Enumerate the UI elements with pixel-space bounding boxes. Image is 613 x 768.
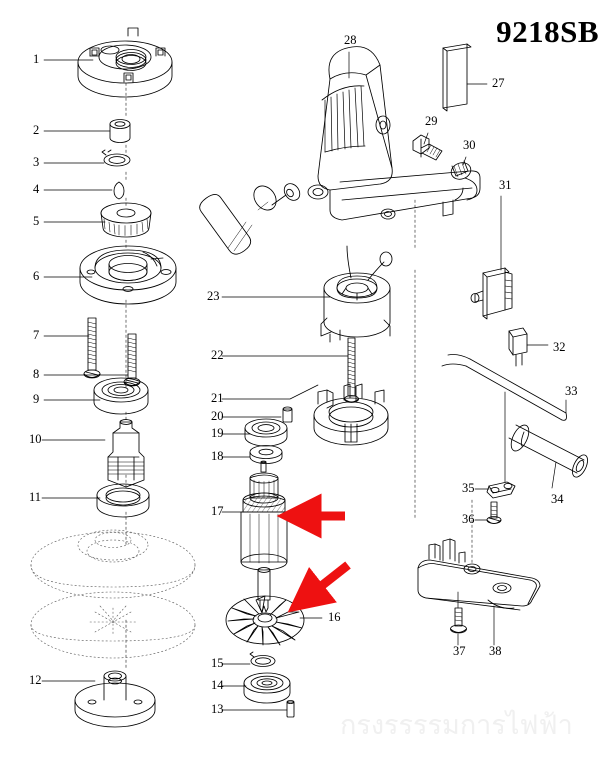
callout-cord-bushing: 30 xyxy=(463,138,476,152)
callout-spacer-bushing: 2 xyxy=(33,123,40,137)
callout-armature: 17 xyxy=(211,504,224,518)
callout-tapping-screw: 22 xyxy=(211,348,224,362)
callout-ball-bearing-armature: 19 xyxy=(211,426,224,440)
callout-ball-bearing-lower: 14 xyxy=(211,678,224,692)
callout-retaining-ring-lower: 15 xyxy=(211,656,224,670)
callout-clamp-screw: 36 xyxy=(462,512,475,526)
callout-spindle: 10 xyxy=(29,432,42,446)
callout-bearing-sleeve: 20 xyxy=(211,409,224,423)
callout-cord-clamp: 35 xyxy=(462,481,475,495)
arrow-fan xyxy=(287,561,351,613)
callout-pan-head-screw-long: 7 xyxy=(33,328,40,342)
callout-pin: 13 xyxy=(211,702,224,716)
callout-backing-pad-flange: 12 xyxy=(29,673,42,687)
callout-gear-housing: 6 xyxy=(33,269,40,283)
callout-name-plate: 27 xyxy=(492,76,505,90)
callout-gear-housing-cover: 1 xyxy=(33,52,40,66)
callout-woodruff-key: 4 xyxy=(33,182,40,196)
callout-handle-screw: 37 xyxy=(453,644,466,658)
callout-side-handle: 38 xyxy=(489,644,502,658)
callout-power-cord: 33 xyxy=(565,384,578,398)
callout-field-stator: 23 xyxy=(207,289,220,303)
callout-cord-protector: 34 xyxy=(551,492,564,506)
callout-switch: 31 xyxy=(499,178,512,192)
callout-cooling-fan: 16 xyxy=(328,610,341,624)
callout-washer: 18 xyxy=(211,449,224,463)
callout-hex-bolt: 29 xyxy=(425,114,438,128)
callout-noise-suppressor: 32 xyxy=(553,340,566,354)
callout-ball-bearing-upper: 9 xyxy=(33,392,40,406)
watermark-text: กรงรรรรมการไฟฟ้า xyxy=(340,710,573,741)
callout-spiral-bevel-gear: 5 xyxy=(33,214,40,228)
callout-motor-housing: 28 xyxy=(344,33,357,47)
callout-seal-ring: 11 xyxy=(29,490,42,504)
page-title: 9218SB xyxy=(496,14,599,49)
callout-pan-head-screw-short: 8 xyxy=(33,367,40,381)
callout-bearing-retainer: 21 xyxy=(211,391,224,405)
callout-retaining-ring: 3 xyxy=(33,155,40,169)
